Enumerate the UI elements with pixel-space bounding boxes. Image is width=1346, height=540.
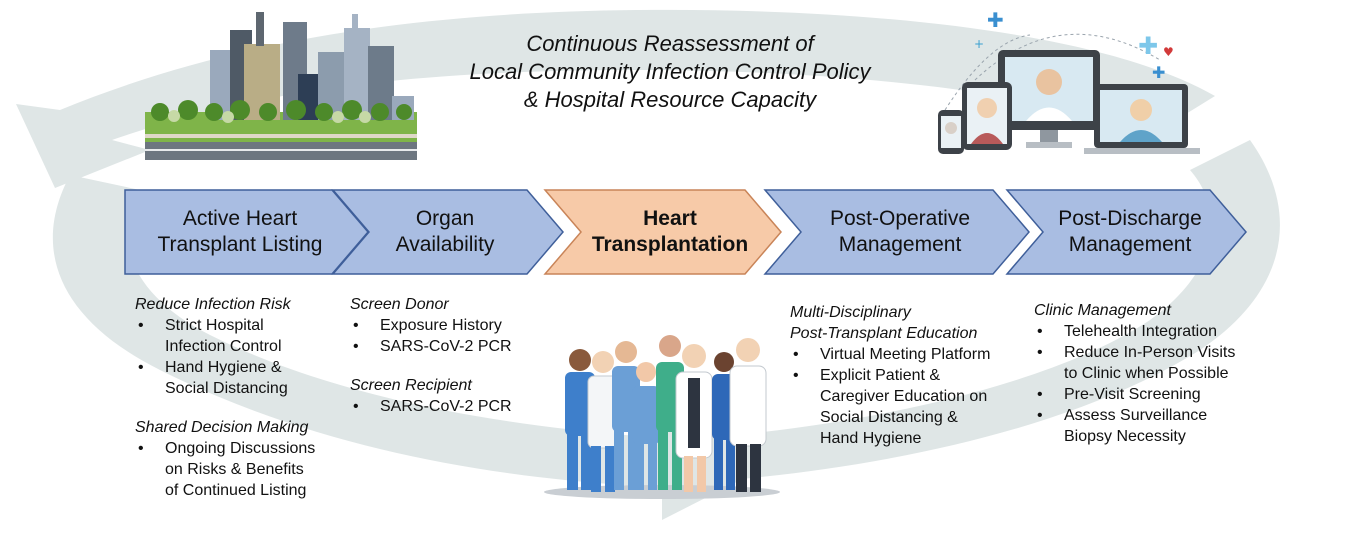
bullet-line: Strict Hospital [165,317,264,334]
svg-text:✚: ✚ [987,8,1004,32]
listing-bullet-infection-control: Strict Hospital Infection Control [135,315,315,357]
listing-bullet-hygiene: Hand Hygiene & Social Distancing [135,357,315,399]
donor-bullet-exposure: Exposure History [350,315,512,336]
recipient-bullet-pcr: SARS-CoV-2 PCR [350,396,512,417]
education-heading-line-1: Multi-Disciplinary [790,304,911,321]
listing-heading-infection: Reduce Infection Risk [135,296,291,313]
stage-2-chevron [331,189,564,275]
cycle-title-line-2: Local Community Infection Control Policy [469,59,871,84]
stage-2-label: Organ Availability [360,190,530,274]
listing-bullet-discussions: Ongoing Discussions on Risks & Benefits … [135,438,315,501]
cycle-title: Continuous Reassessment of Local Communi… [380,30,960,114]
cycle-arrow-right-band [730,140,1280,480]
cycle-title-line-3: & Hospital Resource Capacity [523,87,817,112]
clinic-bullet-telehealth: Telehealth Integration [1034,321,1235,342]
bullet-line: Hand Hygiene & [165,359,282,376]
stage-1-chevron [124,189,369,275]
stage-3-label-line-1: Heart [643,207,697,230]
organ-availability-measures: Screen Donor Exposure History SARS-CoV-2… [350,294,512,417]
clinic-heading: Clinic Management [1034,302,1171,319]
listing-measures: Reduce Infection Risk Strict Hospital In… [135,294,315,501]
stage-1-label: Active Heart Transplant Listing [125,190,355,274]
bullet-line: of Continued Listing [165,482,307,499]
stage-3-label: Heart Transplantation [575,190,765,274]
stage-4-label: Post-Operative Management [790,190,1010,274]
stage-5-label-line-1: Post-Discharge [1058,207,1202,230]
process-chevrons [124,189,1247,275]
cycle-title-line-1: Continuous Reassessment of [526,31,814,56]
bullet-line: Ongoing Discussions [165,440,316,457]
bullet-line: on Risks & Benefits [165,461,304,478]
medical-team-illustration [544,335,780,499]
stage-5-label-line-2: Management [1068,233,1192,256]
cycle-arrow-top-band [16,9,1215,189]
bullet-line: Social Distancing [165,380,288,397]
stage-4-label-line-1: Post-Operative [829,207,971,230]
stage-1-label-line-1: Active Heart [182,207,298,230]
post-operative-measures: Multi-Disciplinary Post-Transplant Educa… [790,302,990,449]
svg-text:✚: ✚ [1152,63,1165,82]
bullet-line: Biopsy Necessity [1064,428,1186,445]
stage-2-label-line-1: Organ [415,207,475,230]
stage-5-chevron [1005,189,1247,275]
bullet-line: Social Distancing & [820,409,958,426]
donor-screening-heading: Screen Donor [350,296,449,313]
donor-bullet-pcr: SARS-CoV-2 PCR [350,336,512,357]
bullet-line: Hand Hygiene [820,430,922,447]
recipient-screening-heading: Screen Recipient [350,377,472,394]
telehealth-devices-illustration: ✚ ✚ ✚ + ♥ [938,8,1200,154]
bullet-line: to Clinic when Possible [1064,365,1229,382]
bullet-line: Caregiver Education on [820,388,988,405]
stage-3-label-line-2: Transplantation [591,233,749,256]
clinic-bullet-biopsy: Assess Surveillance Biopsy Necessity [1034,405,1235,447]
education-bullet-caregiver: Explicit Patient & Caregiver Education o… [790,365,990,449]
stage-4-chevron [763,189,1030,275]
bullet-line: Infection Control [165,338,282,355]
stage-1-label-line-2: Transplant Listing [157,233,323,256]
education-heading-line-2: Post-Transplant Education [790,325,978,342]
clinic-bullet-screening: Pre-Visit Screening [1034,384,1235,405]
stage-4-label-line-2: Management [838,233,962,256]
listing-heading-decision: Shared Decision Making [135,419,309,436]
post-discharge-measures: Clinic Management Telehealth Integration… [1034,300,1235,447]
city-skyline-illustration [145,12,417,160]
bullet-line: Explicit Patient & [820,367,941,384]
stage-2-label-line-2: Availability [395,233,495,256]
education-bullet-virtual: Virtual Meeting Platform [790,344,990,365]
svg-text:♥: ♥ [1163,45,1174,59]
clinic-bullet-reduce-visits: Reduce In-Person Visits to Clinic when P… [1034,342,1235,384]
svg-text:+: + [974,37,984,51]
stage-5-label: Post-Discharge Management [1035,190,1225,274]
bullet-line: Assess Surveillance [1064,407,1208,424]
stage-3-chevron [543,189,782,275]
bullet-line: Reduce In-Person Visits [1064,344,1236,361]
svg-text:✚: ✚ [1138,32,1158,60]
